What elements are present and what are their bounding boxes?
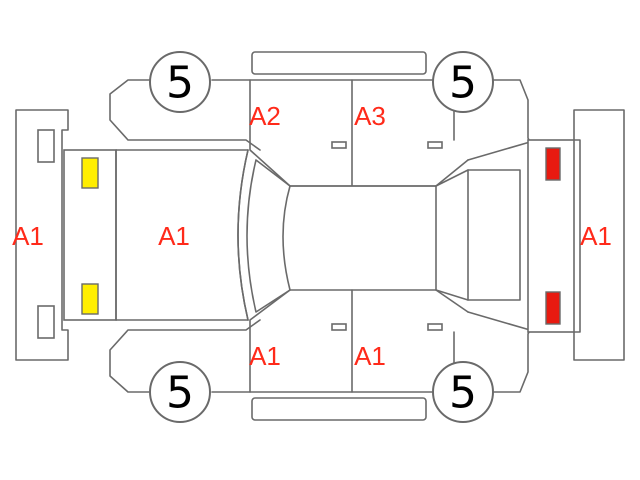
code-hood: A1 (158, 221, 190, 251)
top-side-panel (109, 79, 531, 151)
top-rear-door-handle (427, 141, 443, 149)
front-bumper-vent-top (37, 129, 55, 163)
windshield (237, 149, 291, 321)
bottom-door-lines (249, 289, 469, 393)
code-rear-bumper: A1 (580, 221, 612, 251)
rear-bumper-panel (573, 109, 625, 361)
top-door-lines (249, 79, 469, 187)
rear-lamp-top (545, 147, 561, 181)
rear-lamp-bottom (545, 291, 561, 325)
tire-front-right: 5 (149, 361, 211, 423)
top-rocker-panel (251, 51, 427, 75)
bottom-side-panel (109, 319, 531, 393)
tire-rear-left: 5 (432, 51, 494, 113)
tire-front-left: 5 (149, 51, 211, 113)
bottom-rocker-panel (251, 397, 427, 421)
bottom-front-door-handle (331, 323, 347, 331)
roof-panel (289, 185, 437, 291)
code-top-front-door: A2 (249, 101, 281, 131)
top-front-door-handle (331, 141, 347, 149)
front-bumper-vent-bottom (37, 305, 55, 339)
front-lamp-bottom (81, 283, 99, 315)
tire-rear-right-value: 5 (449, 368, 477, 419)
tire-rear-left-value: 5 (449, 58, 477, 109)
trunk-lines (467, 169, 521, 301)
tire-rear-right: 5 (432, 361, 494, 423)
bottom-rear-door-handle (427, 323, 443, 331)
code-bottom-front-door: A1 (249, 341, 281, 371)
tire-front-left-value: 5 (166, 58, 194, 109)
front-bumper-panel (15, 109, 69, 361)
front-lamp-top (81, 157, 99, 189)
code-top-rear-door: A3 (354, 101, 386, 131)
code-front-bumper: A1 (12, 221, 44, 251)
code-bottom-rear-door: A1 (354, 341, 386, 371)
tire-front-right-value: 5 (166, 368, 194, 419)
